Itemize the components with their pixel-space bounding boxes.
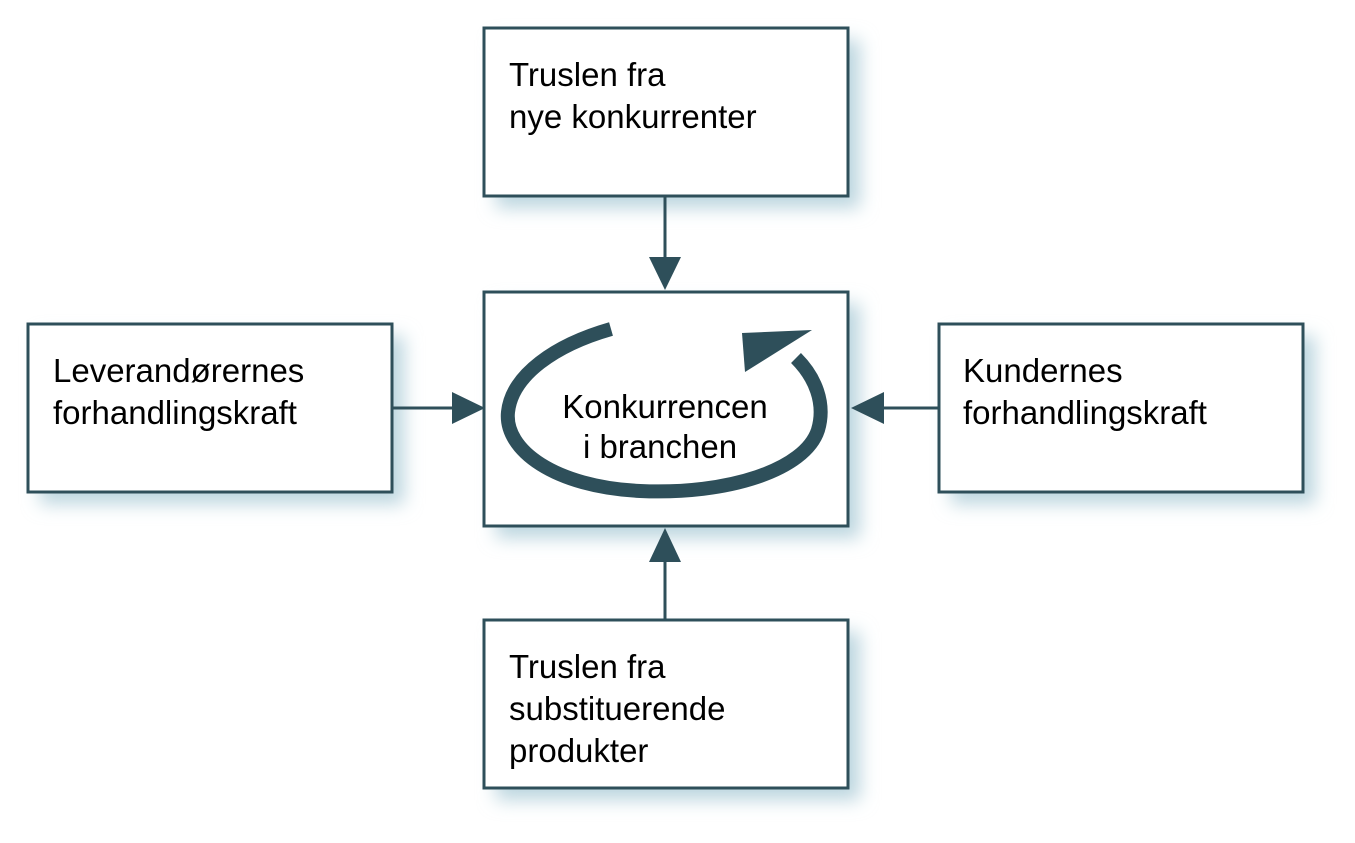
box-threat-substitutes: Truslen fra substituerende produkter [482,618,850,790]
box-center-line-1: Konkurrencen [562,388,767,425]
connector-arrows [392,197,939,622]
box-left-line-1: Leverandørernes [53,352,304,389]
arrow-top-to-center [649,197,681,290]
arrow-bottom-to-center [649,528,681,622]
box-right-line-1: Kundernes [963,352,1123,389]
arrow-right-to-center [851,392,939,424]
box-threat-new-entrants: Truslen fra nye konkurrenter [482,26,850,198]
circular-arrow-icon [500,322,828,499]
box-bottom-line-2: substituerende [509,690,725,727]
box-bottom-line-3: produkter [509,732,648,769]
box-right-line-2: forhandlingskraft [963,394,1207,431]
box-top-line-2: nye konkurrenter [509,98,757,135]
box-supplier-power: Leverandørernes forhandlingskraft [26,322,394,494]
box-buyer-power: Kundernes forhandlingskraft [937,322,1305,494]
box-center-line-2: i branchen [583,428,737,465]
box-top-line-1: Truslen fra [509,56,666,93]
box-left-line-2: forhandlingskraft [53,394,297,431]
box-bottom-line-1: Truslen fra [509,648,666,685]
box-industry-rivalry: Konkurrencen i branchen [482,290,850,528]
arrow-left-to-center [392,392,485,424]
